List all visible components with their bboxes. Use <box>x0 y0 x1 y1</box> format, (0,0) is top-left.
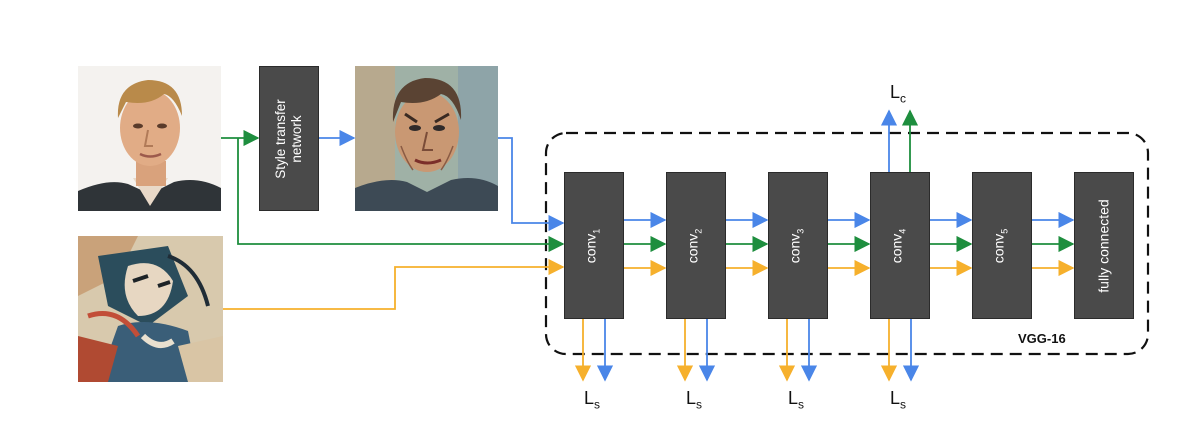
conv4-block: conv4 <box>870 172 930 319</box>
arrow-stylized-to-conv1 <box>498 137 565 232</box>
content-image <box>78 66 221 211</box>
arrow-style-to-conv1 <box>223 258 565 310</box>
conv5-block: conv5 <box>972 172 1032 319</box>
fully-connected-label: fully connected <box>1095 198 1112 293</box>
style-loss-label-4: Ls <box>890 388 907 412</box>
conv4-label: conv4 <box>888 228 908 263</box>
conv5-label: conv5 <box>990 228 1010 263</box>
conv3-block: conv3 <box>768 172 828 319</box>
conv2-label: conv2 <box>684 228 704 263</box>
conv1-label: conv1 <box>582 228 602 263</box>
vgg16-label: VGG-16 <box>1018 331 1066 346</box>
inter-layer-arrows <box>624 211 1075 277</box>
conv2-block: conv2 <box>666 172 726 319</box>
conv3-label: conv3 <box>786 228 806 263</box>
style-loss-label-3: Ls <box>788 388 805 412</box>
style-loss-arrows <box>574 319 920 382</box>
style-image <box>78 236 223 382</box>
stylized-image <box>355 66 498 211</box>
style-transfer-network-block: Style transfer network <box>259 66 319 211</box>
style-loss-label-1: Ls <box>584 388 601 412</box>
arrow-content-to-conv1 <box>237 138 565 253</box>
content-loss-label: Lc <box>890 82 907 106</box>
style-loss-label-2: Ls <box>686 388 703 412</box>
fully-connected-block: fully connected <box>1074 172 1134 319</box>
conv1-block: conv1 <box>564 172 624 319</box>
